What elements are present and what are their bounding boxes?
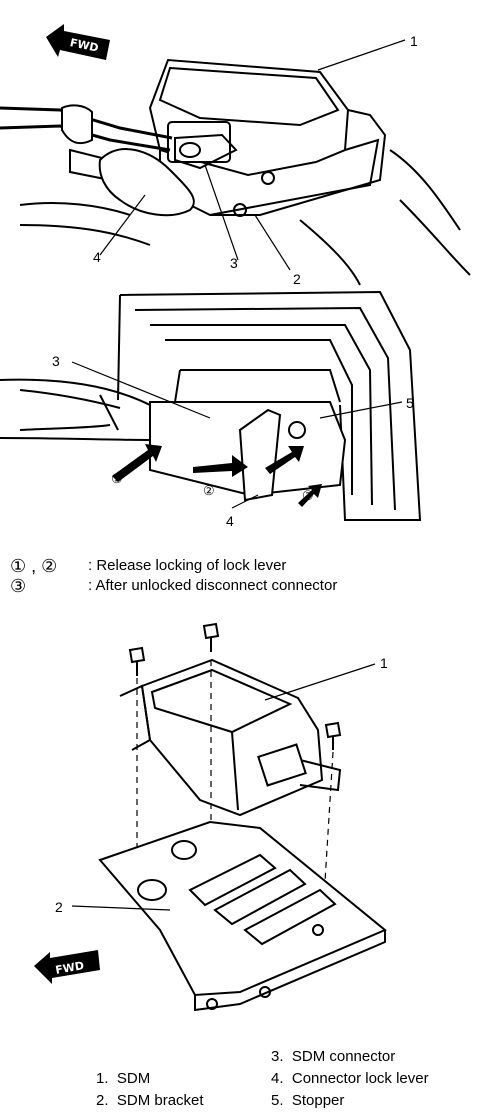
caption-line-2: ③ : After unlocked disconnect connector: [10, 576, 490, 596]
callout-4: 4: [93, 249, 101, 265]
fwd-label: FWD: [54, 959, 85, 977]
legend-label: SDM bracket: [116, 1092, 204, 1109]
figure3-drawing: FWD 1 2: [34, 622, 388, 1012]
figure2-drawing: 3 4 5 ① ② ③: [0, 290, 422, 529]
legend-item-connector-lock-lever: 4. Connector lock lever: [271, 1070, 429, 1087]
figure-sdm-exploded-view: FWD 1 2: [0, 600, 496, 1030]
legend-number: 5.: [271, 1092, 284, 1109]
legend-label: Connector lock lever: [291, 1070, 429, 1087]
legend-item-sdm: 1. SDM: [96, 1070, 150, 1087]
callout-1: 1: [380, 655, 388, 671]
callout-2: 2: [293, 271, 301, 287]
figure3-leaders: [71, 663, 376, 911]
legend-number: 2.: [96, 1092, 109, 1109]
bolt-icon: [202, 622, 220, 652]
fwd-arrow-icon: FWD: [34, 950, 100, 984]
step-mark-3: ③: [302, 488, 314, 503]
legend-label: SDM connector: [291, 1048, 396, 1065]
legend-item-sdm-connector: 3. SDM connector: [271, 1048, 395, 1065]
step-mark-1: ①: [111, 471, 123, 486]
callout-3: 3: [230, 255, 238, 271]
figure1-leaders: [99, 39, 406, 271]
figure-sdm-connector-removal: FWD 1 2 3 4: [0, 0, 496, 290]
callout-1: 1: [410, 33, 418, 49]
legend-number: 4.: [271, 1070, 284, 1087]
callout-3: 3: [52, 353, 60, 369]
bolt-icon: [128, 646, 146, 676]
sdm-unit-drawing: [0, 58, 471, 286]
callout-5: 5: [406, 395, 414, 411]
procedure-caption: ① , ② : Release locking of lock lever ③ …: [10, 556, 490, 596]
caption-line-2-text: : After unlocked disconnect connector: [88, 577, 338, 594]
sdm-exploded-drawing: [98, 622, 387, 1012]
step-mark-2: ②: [203, 483, 215, 498]
figure2-leaders: [71, 361, 403, 509]
caption-line-1-text: : Release locking of lock lever: [88, 557, 287, 574]
fwd-label: FWD: [69, 36, 100, 55]
callout-2: 2: [55, 899, 63, 915]
figure-lock-lever-release: 3 4 5 ① ② ③: [0, 290, 496, 545]
legend-number: 3.: [271, 1048, 284, 1065]
legend-label: Stopper: [291, 1092, 345, 1109]
caption-line-1-marks: ① , ②: [10, 556, 58, 576]
legend-item-stopper: 5. Stopper: [271, 1092, 344, 1109]
caption-line-1: ① , ② : Release locking of lock lever: [10, 556, 490, 576]
callout-4: 4: [226, 513, 234, 529]
push-arrows: [112, 444, 322, 507]
bolt-icon: [324, 721, 342, 750]
legend-label: SDM: [116, 1070, 151, 1087]
legend-number: 1.: [96, 1070, 109, 1087]
parts-legend: 1. SDM 2. SDM bracket 3. SDM connector 4…: [0, 1045, 496, 1115]
figure1-drawing: FWD 1 2 3 4: [0, 24, 471, 287]
legend-item-sdm-bracket: 2. SDM bracket: [96, 1092, 204, 1109]
caption-line-2-marks: ③: [10, 576, 27, 596]
fwd-arrow-icon: FWD: [46, 24, 110, 60]
